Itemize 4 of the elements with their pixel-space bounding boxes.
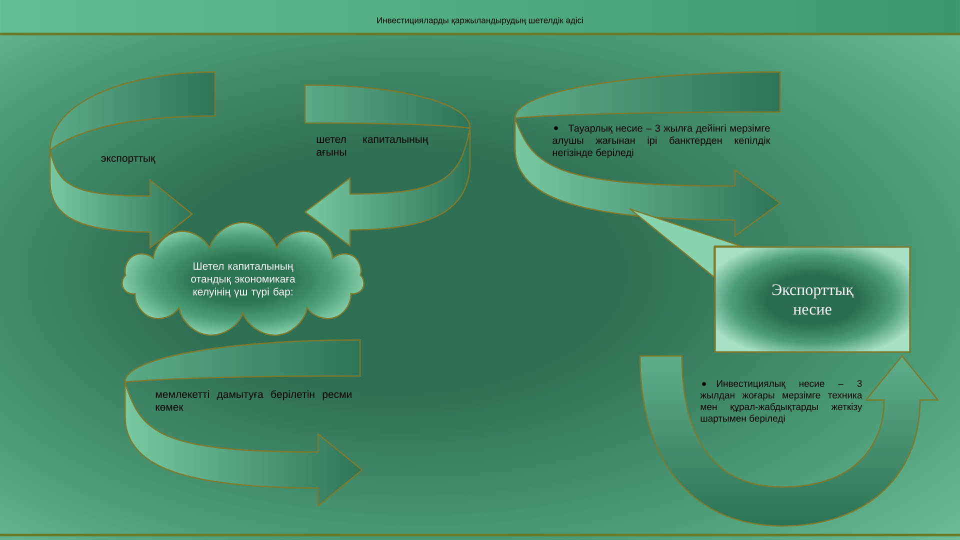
title: Инвестицияларды қаржыландырудың шетелдік әдісі bbox=[377, 17, 583, 25]
text-box: Экспорттық несие bbox=[714, 246, 911, 353]
cloud: Шетел капиталының отандық экономикаға келуінің үш түрі бар: bbox=[122, 222, 364, 336]
callout-pointer bbox=[629, 208, 742, 278]
